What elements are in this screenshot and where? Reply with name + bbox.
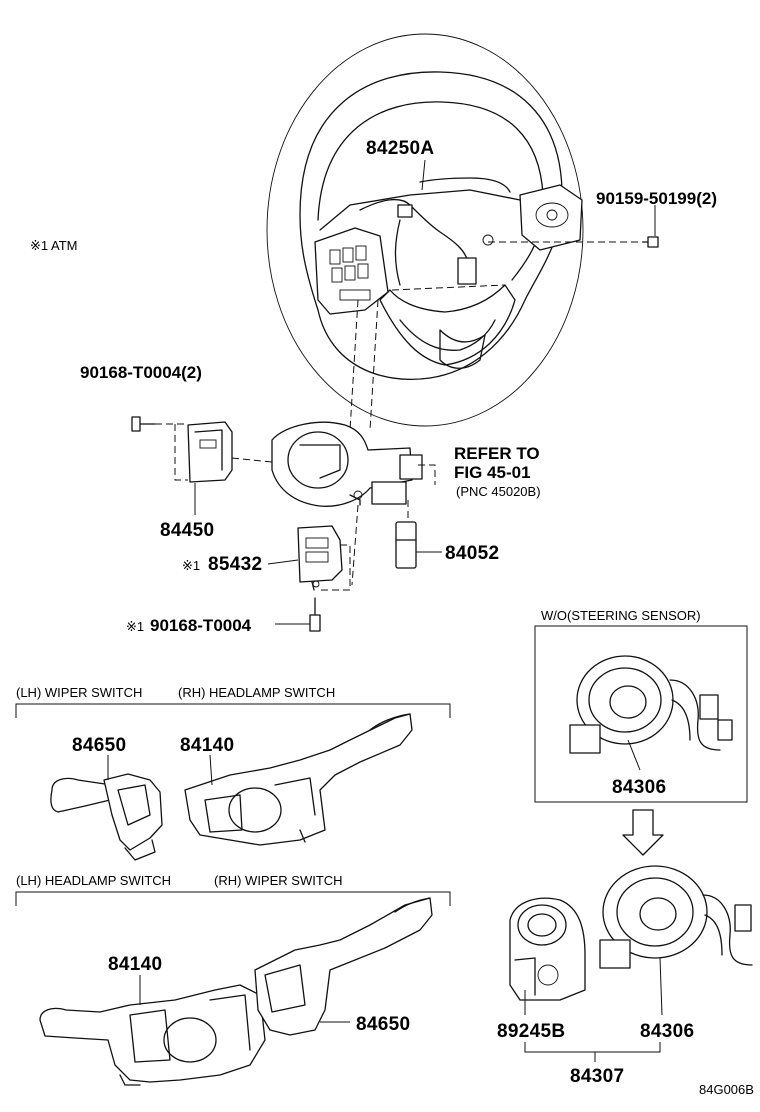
callout-84140-rh: 84140 <box>180 735 234 756</box>
screw-90168-icon <box>131 416 156 432</box>
callout-84307: 84307 <box>570 1066 624 1087</box>
steering-sensor-box <box>534 625 748 803</box>
caption-wo-steering-sensor: W/O(STEERING SENSOR) <box>541 608 701 623</box>
sensor-85432-drawing <box>297 525 351 591</box>
spiral-cable-84306-drawing <box>599 865 753 1016</box>
caption-rh-headlamp-switch: (RH) HEADLAMP SWITCH <box>178 685 335 700</box>
callout-84650-rh: 84650 <box>356 1014 410 1035</box>
callout-84306-top: 84306 <box>612 777 666 798</box>
caption-lh-wiper-switch: (LH) WIPER SWITCH <box>16 685 142 700</box>
switch-84450-drawing <box>131 416 233 515</box>
screw-90168-bottom-icon <box>309 597 321 632</box>
connector-84052-drawing <box>395 521 442 569</box>
diagram-code: 84G006B <box>699 1082 754 1097</box>
callout-85432-mark: ※1 <box>182 558 200 573</box>
refer-line-1: REFER TO <box>454 444 540 463</box>
rh-wiper-switch-drawing <box>254 897 433 1036</box>
screw-90159-icon <box>642 236 659 248</box>
caption-rh-wiper-switch: (RH) WIPER SWITCH <box>214 873 343 888</box>
steering-wheel-drawing <box>266 33 659 427</box>
rh-headlamp-switch-drawing <box>184 713 413 846</box>
atm-note: ※1 ATM <box>30 238 78 253</box>
callout-84306-bottom: 84306 <box>640 1021 694 1042</box>
callout-84140-lh: 84140 <box>108 954 162 975</box>
callout-90168-t0004-2: 90168-T0004(2) <box>80 363 202 382</box>
callout-84650-lh: 84650 <box>72 735 126 756</box>
callout-90168-t0004: 90168-T0004 <box>150 616 252 635</box>
lh-wiper-switch-drawing <box>50 755 163 861</box>
callout-89245b: 89245B <box>497 1021 565 1042</box>
callout-84450: 84450 <box>160 520 214 541</box>
combination-switch-body-drawing <box>231 299 436 586</box>
callout-84052: 84052 <box>445 543 499 564</box>
steering-sensor-89245b-drawing <box>509 897 586 1015</box>
refer-line-2: FIG 45-01 <box>454 463 531 482</box>
refer-line-3: (PNC 45020B) <box>456 484 541 499</box>
callout-84250a: 84250A <box>366 138 434 159</box>
down-arrow-icon <box>622 809 664 856</box>
callout-90168-bottom-mark: ※1 <box>126 619 144 634</box>
lh-headlamp-switch-drawing <box>39 975 266 1086</box>
caption-lh-headlamp-switch: (LH) HEADLAMP SWITCH <box>16 873 171 888</box>
callout-90159-50199: 90159-50199(2) <box>596 189 717 208</box>
callout-85432: 85432 <box>208 554 262 575</box>
